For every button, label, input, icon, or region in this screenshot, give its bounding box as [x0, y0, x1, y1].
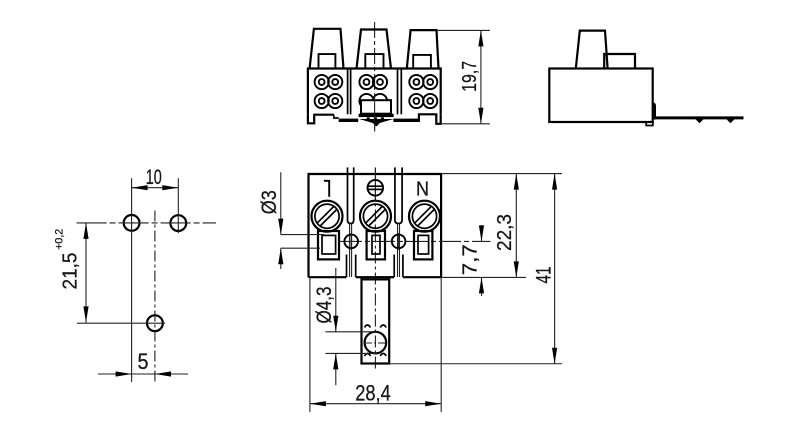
svg-text:5: 5 — [138, 349, 149, 374]
svg-text:Ø4,3: Ø4,3 — [313, 287, 336, 324]
svg-text:+0,2: +0,2 — [54, 229, 66, 250]
svg-text:41: 41 — [533, 267, 556, 284]
svg-text:22,3: 22,3 — [494, 214, 516, 251]
svg-text:Ø3: Ø3 — [258, 190, 281, 214]
svg-text:N: N — [416, 179, 429, 201]
svg-text:21,5: 21,5 — [60, 253, 82, 290]
svg-text:10: 10 — [146, 166, 162, 189]
svg-text:7,7: 7,7 — [460, 244, 482, 275]
svg-text:28,4: 28,4 — [355, 380, 391, 405]
svg-text:19,7: 19,7 — [459, 61, 481, 92]
